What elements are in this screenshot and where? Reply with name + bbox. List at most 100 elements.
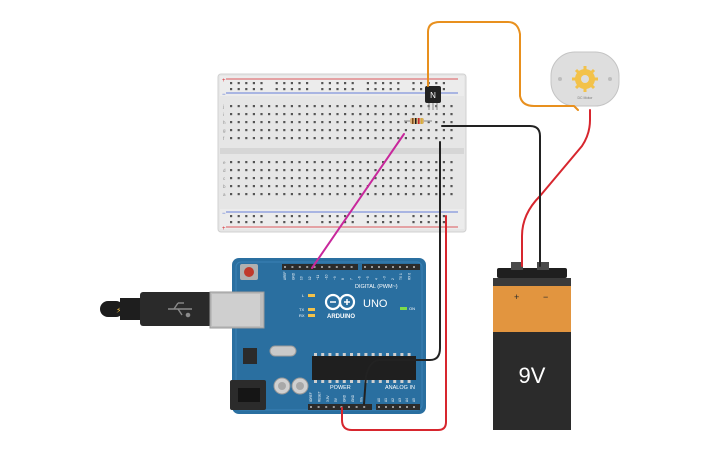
header-pin[interactable] — [355, 406, 358, 408]
breadboard-hole — [252, 113, 255, 116]
breadboard-hole — [359, 113, 362, 116]
arduino-uno-board: DIGITAL (PWM~) UNO ARDUINO L TX RX ON — [230, 258, 426, 414]
breadboard-hole — [336, 129, 339, 132]
header-pin[interactable] — [284, 266, 286, 268]
header-pin[interactable] — [385, 266, 387, 268]
chip-pin — [357, 380, 361, 383]
breadboard-hole — [290, 129, 293, 132]
rail-hole — [252, 221, 255, 224]
npn-transistor: N — [425, 86, 441, 110]
rail-hole — [351, 215, 354, 218]
breadboard-hole — [351, 121, 354, 124]
header-pin[interactable] — [378, 266, 380, 268]
rail-hole — [427, 221, 430, 224]
chip-pin — [321, 353, 325, 356]
rail-hole — [306, 215, 309, 218]
header-pin[interactable] — [313, 266, 316, 268]
rail-hole — [230, 215, 233, 218]
breadboard-hole — [420, 193, 423, 196]
breadboard-hole — [298, 137, 301, 140]
breadboard-hole — [374, 185, 377, 188]
rail-hole — [397, 82, 400, 85]
wire-orange — [427, 21, 579, 111]
breadboard-hole — [252, 169, 255, 172]
breadboard-hole — [328, 161, 331, 164]
header-pin[interactable] — [325, 406, 328, 408]
rail-hole — [245, 88, 248, 91]
rail-hole — [328, 215, 331, 218]
rail-hole — [328, 221, 331, 224]
breadboard-hole — [366, 177, 369, 180]
header-pin[interactable] — [406, 406, 408, 408]
rail-hole — [237, 221, 240, 224]
chip-pin — [371, 380, 375, 383]
breadboard-hole — [389, 129, 392, 132]
header-pin[interactable] — [317, 406, 320, 408]
header-pin[interactable] — [363, 406, 366, 408]
rail-hole — [260, 215, 263, 218]
breadboard-hole — [404, 105, 407, 108]
breadboard-hole — [359, 137, 362, 140]
header-pin[interactable] — [399, 266, 401, 268]
header-pin[interactable] — [364, 266, 366, 268]
breadboard-hole — [245, 121, 248, 124]
header-pin[interactable] — [298, 266, 301, 268]
breadboard-hole — [397, 105, 400, 108]
led-l — [308, 294, 315, 297]
breadboard-hole — [321, 113, 324, 116]
breadboard-hole — [351, 169, 354, 172]
breadboard-hole — [298, 193, 301, 196]
breadboard-hole — [306, 169, 309, 172]
header-pin[interactable] — [392, 406, 394, 408]
breadboard-hole — [268, 113, 271, 116]
breadboard-hole — [382, 161, 385, 164]
header-pin[interactable] — [321, 266, 323, 268]
breadboard-hole — [298, 105, 301, 108]
header-pin[interactable] — [406, 266, 408, 268]
header-pin[interactable] — [306, 266, 309, 268]
breadboard-hole — [237, 161, 240, 164]
breadboard-hole — [268, 193, 271, 196]
dc-motor: DC Motor — [550, 51, 620, 107]
header-pin[interactable] — [310, 406, 312, 408]
breadboard-hole — [450, 137, 453, 140]
breadboard-hole — [382, 169, 385, 172]
breadboard-hole — [328, 105, 331, 108]
breadboard-hole — [313, 177, 316, 180]
breadboard-hole — [344, 177, 347, 180]
header-pin[interactable] — [291, 266, 294, 268]
header-pin[interactable] — [350, 266, 353, 268]
header-pin[interactable] — [328, 266, 331, 268]
breadboard-hole — [321, 161, 324, 164]
header-pin[interactable] — [348, 406, 350, 408]
header-pin[interactable] — [385, 406, 387, 408]
chip-pins — [314, 353, 411, 383]
rail-hole — [283, 221, 286, 224]
breadboard-hole — [313, 193, 316, 196]
header-pin[interactable] — [399, 406, 401, 408]
header-pin[interactable] — [332, 406, 335, 408]
header-pin[interactable] — [413, 406, 415, 408]
breadboard-hole — [313, 105, 316, 108]
header-pin[interactable] — [335, 266, 338, 268]
breadboard-hole — [351, 129, 354, 132]
breadboard-hole — [435, 129, 438, 132]
pin-label: ~11 — [316, 275, 320, 280]
voltage-regulator — [243, 348, 257, 364]
breadboard-hole — [313, 121, 316, 124]
reset-button[interactable] — [244, 267, 254, 277]
header-pin[interactable] — [378, 406, 380, 408]
breadboard-hole — [412, 169, 415, 172]
header-pin[interactable] — [413, 266, 415, 268]
header-pin[interactable] — [340, 406, 343, 408]
header-pin[interactable] — [392, 266, 394, 268]
pin-label: RX 0 — [408, 273, 412, 280]
breadboard-hole — [260, 105, 263, 108]
header-pin[interactable] — [371, 266, 373, 268]
rail-hole — [344, 215, 347, 218]
breadboard-channel — [220, 148, 464, 154]
chip-pin — [350, 353, 353, 356]
header-pin[interactable] — [343, 266, 346, 268]
breadboard-hole — [351, 185, 354, 188]
